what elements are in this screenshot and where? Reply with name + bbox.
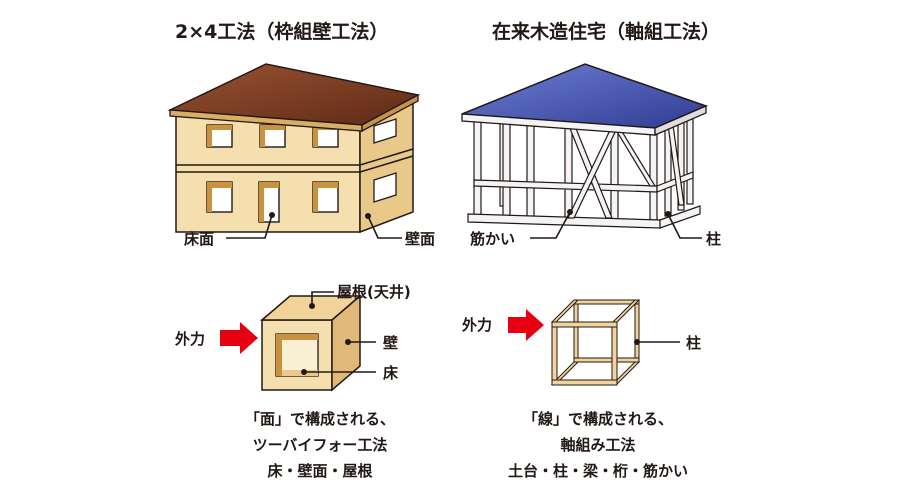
label-wall: 壁 [383,334,398,352]
label-wall-surface: 壁面 [405,230,435,248]
line-frame-diagram [550,299,641,386]
wall-diagram-marker [345,339,351,345]
caption-right-line-1: 「線」で構成される、 [523,410,673,428]
label-floor-surface: 床面 [184,230,214,248]
external-force-arrow-icon-left [220,322,258,354]
floor-leader-line [226,214,273,239]
caption-left-line-1: 「面」で構成される、 [245,410,395,428]
caption-left-line-3: 床・壁面・屋根 [267,462,372,480]
roof-marker [309,303,315,309]
label-brace: 筋かい [469,230,515,248]
pillar-diagram-marker [634,339,640,345]
caption-right-line-3: 土台・柱・梁・桁・筋かい [508,462,688,480]
caption-left: 「面」で構成される、 ツーバイフォー工法 床・壁面・屋根 [245,410,395,480]
floor-diagram-marker [301,369,307,375]
brace-leader-line [530,211,571,239]
label-roof-ceiling: 屋根(天井) [337,283,411,301]
external-force-arrow-icon-right [508,309,544,341]
label-external-force-left: 外力 [174,330,205,348]
caption-right-line-2: 軸組み工法 [560,436,635,454]
wall-leader-line [367,215,402,239]
wall-marker [365,213,371,219]
pillar-marker [665,211,671,217]
label-external-force-right: 外力 [461,316,492,334]
caption-right: 「線」で構成される、 軸組み工法 土台・柱・梁・桁・筋かい [508,410,688,480]
pillar-leader-line [667,213,702,239]
two-by-four-house [167,63,421,234]
floor-marker [269,212,275,218]
caption-left-line-2: ツーバイフォー工法 [253,436,388,454]
title-2x4-method: 2×4工法（枠組壁工法） [175,20,388,43]
roof-leader-line [311,291,334,306]
brace-marker [567,209,573,215]
title-conventional-method: 在来木造住宅（軸組工法） [492,20,720,43]
label-pillar-diagram: 柱 [686,334,701,352]
surface-box-diagram [259,294,363,392]
label-floor: 床 [383,364,399,382]
conventional-frame-house [461,63,709,229]
label-pillar: 柱 [706,230,721,248]
